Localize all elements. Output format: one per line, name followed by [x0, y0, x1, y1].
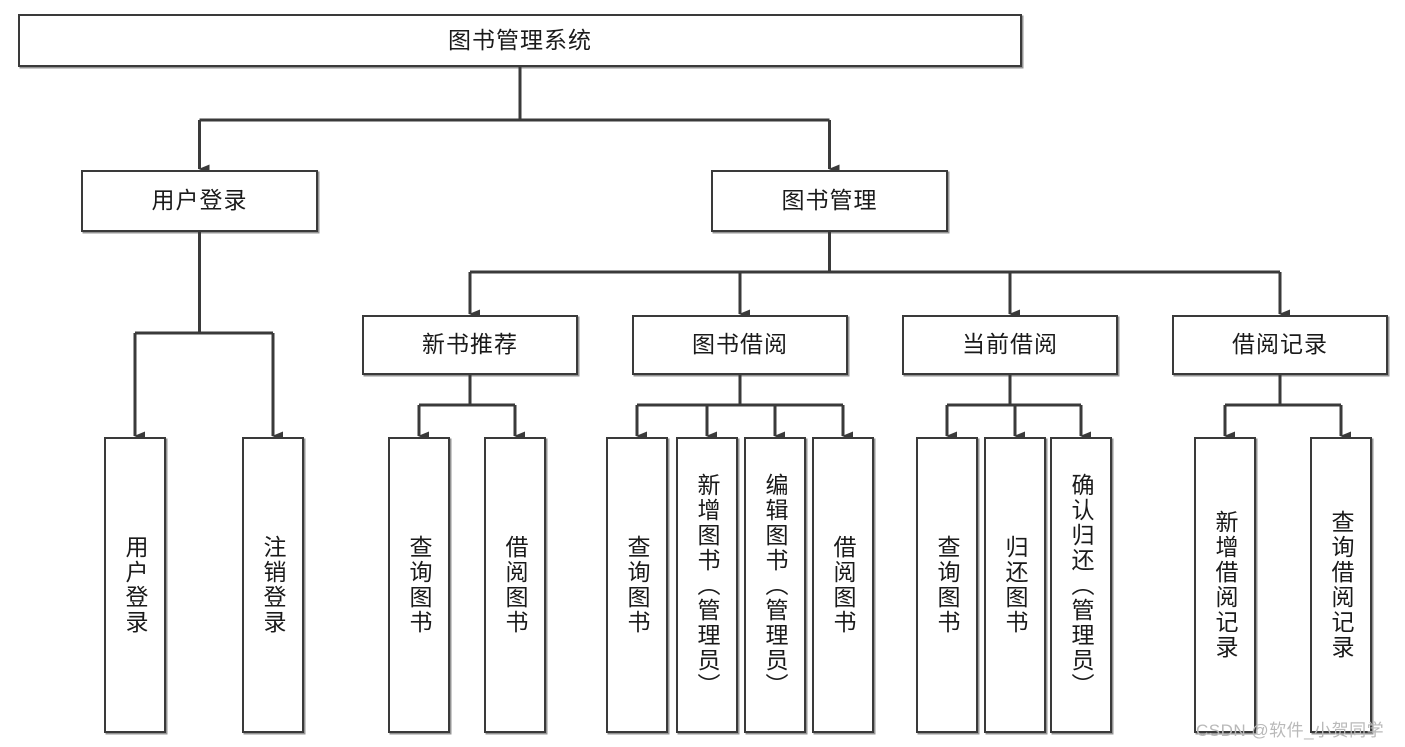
- node-leaf-edit-book[interactable]: 编辑图书（管理员）: [744, 437, 806, 733]
- node-leaf-query-record[interactable]: 查询借阅记录: [1310, 437, 1372, 733]
- node-leaf-confirm-return[interactable]: 确认归还（管理员）: [1050, 437, 1112, 733]
- csdn-watermark: CSDN @软件_小贺同学: [1196, 721, 1385, 740]
- node-label: 查询图书: [934, 535, 961, 635]
- node-label: 当前借阅: [962, 331, 1058, 358]
- node-label: 用户登录: [151, 187, 248, 214]
- node-label: 确认归还（管理员）: [1068, 472, 1095, 698]
- node-leaf-query-book-rec[interactable]: 查询图书: [388, 437, 450, 733]
- node-leaf-borrow-book[interactable]: 借阅图书: [812, 437, 874, 733]
- node-label: 编辑图书（管理员）: [762, 472, 789, 698]
- node-current-borrow[interactable]: 当前借阅: [902, 315, 1118, 375]
- node-root[interactable]: 图书管理系统: [18, 14, 1022, 67]
- node-leaf-query-book-current[interactable]: 查询图书: [916, 437, 978, 733]
- node-label: 新增图书（管理员）: [694, 472, 721, 698]
- node-new-book-recommend[interactable]: 新书推荐: [362, 315, 578, 375]
- node-leaf-query-book-borrow[interactable]: 查询图书: [606, 437, 668, 733]
- node-label: 归还图书: [1002, 535, 1029, 635]
- node-label: 借阅图书: [830, 535, 857, 635]
- node-label: 用户登录: [122, 535, 149, 635]
- node-book-borrow[interactable]: 图书借阅: [632, 315, 848, 375]
- node-label: 查询图书: [406, 535, 433, 635]
- node-leaf-user-login[interactable]: 用户登录: [104, 437, 166, 733]
- node-leaf-return-book[interactable]: 归还图书: [984, 437, 1046, 733]
- node-label: 查询图书: [624, 535, 651, 635]
- node-leaf-borrow-book-rec[interactable]: 借阅图书: [484, 437, 546, 733]
- node-book-manage[interactable]: 图书管理: [711, 170, 948, 232]
- node-leaf-logout[interactable]: 注销登录: [242, 437, 304, 733]
- node-leaf-add-record[interactable]: 新增借阅记录: [1194, 437, 1256, 733]
- node-label: 图书借阅: [692, 331, 788, 358]
- node-label: 借阅图书: [502, 535, 529, 635]
- node-leaf-add-book[interactable]: 新增图书（管理员）: [676, 437, 738, 733]
- node-borrow-record[interactable]: 借阅记录: [1172, 315, 1388, 375]
- node-user-login[interactable]: 用户登录: [81, 170, 318, 232]
- node-label: 注销登录: [260, 535, 287, 635]
- node-label: 新增借阅记录: [1212, 510, 1239, 660]
- node-label: 图书管理: [781, 187, 878, 214]
- node-label: 借阅记录: [1232, 331, 1328, 358]
- node-label: 图书管理系统: [448, 26, 592, 53]
- node-label: 新书推荐: [422, 331, 518, 358]
- node-label: 查询借阅记录: [1328, 510, 1355, 660]
